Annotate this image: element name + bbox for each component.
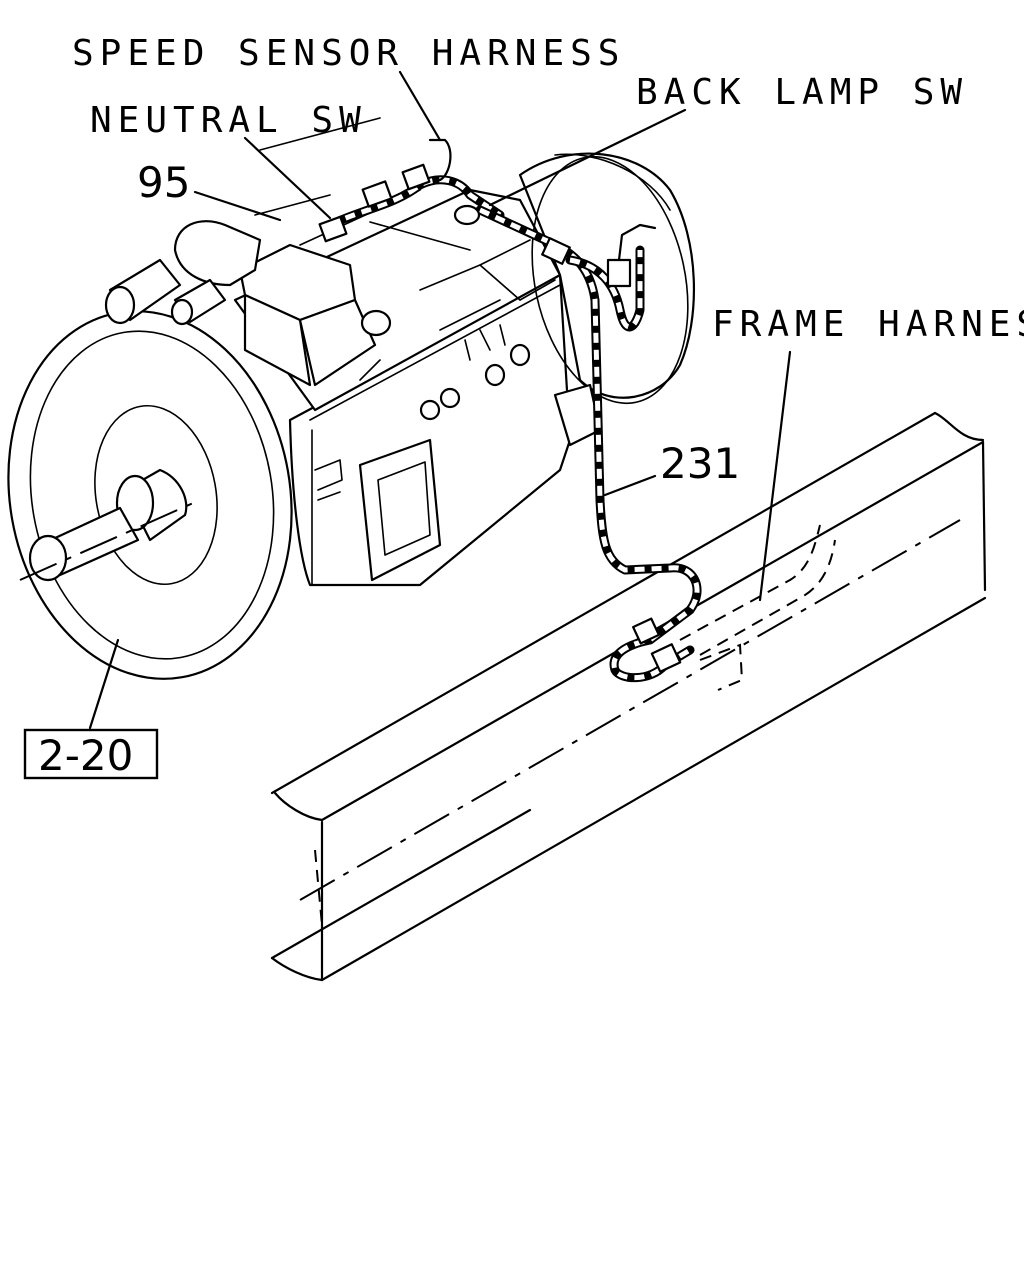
leader-lines — [88, 70, 792, 730]
reference-box-text: 2-20 — [38, 731, 133, 780]
reference-box[interactable]: 2-20 — [23, 728, 159, 780]
part-number-231: 231 — [660, 439, 740, 488]
label-frame-harness: FRAME HARNESS — [712, 304, 1024, 345]
label-speed-sensor-harness: SPEED SENSOR HARNESS — [72, 33, 625, 74]
label-neutral-sw: NEUTRAL SW — [90, 100, 367, 141]
frame-harness-wire — [679, 524, 836, 691]
frame-rail — [270, 411, 987, 982]
transmission-assembly — [7, 117, 696, 680]
connectors — [318, 163, 682, 673]
main-harness-231 — [475, 205, 702, 683]
label-back-lamp-sw: BACK LAMP SW — [636, 72, 968, 113]
part-number-95: 95 — [137, 158, 190, 207]
